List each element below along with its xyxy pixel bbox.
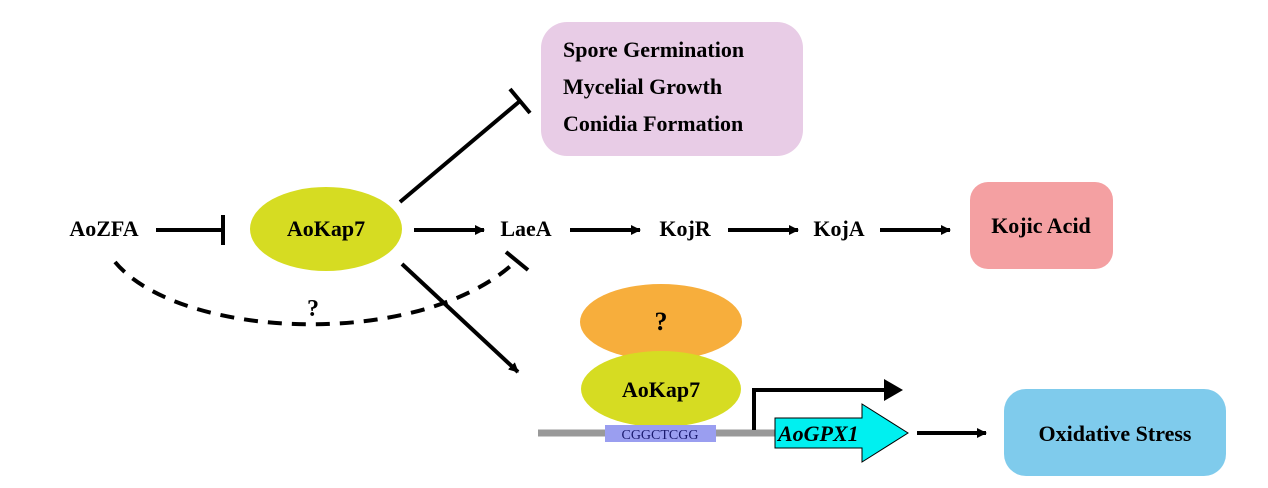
unknown-link-question-mark: ?: [307, 296, 319, 322]
aokap7-bound-node: [581, 351, 741, 427]
aokap7-bound-label: AoKap7: [622, 377, 700, 402]
transcription-start-arrow: [752, 379, 903, 430]
oxidative-stress-box: [1004, 389, 1226, 476]
unknown-partner-label: ?: [655, 307, 668, 336]
aozfa-label: AoZFA: [69, 216, 138, 241]
growth-phenotype-box: [541, 22, 803, 156]
kojic-acid-label: Kojic Acid: [991, 213, 1091, 238]
aokap7-inhibits-growth-edge: [398, 87, 532, 204]
conidia-formation-label: Conidia Formation: [563, 111, 743, 136]
kojic-acid-box: [970, 182, 1113, 269]
oxidative-stress-label: Oxidative Stress: [1039, 421, 1192, 446]
aozfa-inhibits-laea-dashed-edge: [113, 250, 530, 327]
aozfa-inhibits-aokap7-edge: [156, 215, 225, 245]
mycelial-growth-label: Mycelial Growth: [563, 74, 722, 99]
spore-germination-label: Spore Germination: [563, 37, 744, 62]
cggctcgg-motif-box: [605, 425, 716, 442]
cggctcgg-motif-label: CGGCTCGG: [621, 428, 698, 443]
aokap7-node: [250, 187, 402, 271]
aogpx1-label: AoGPX1: [776, 421, 859, 446]
laea-label: LaeA: [500, 216, 551, 241]
koja-label: KojA: [813, 216, 864, 241]
aogpx1-gene-arrow: [774, 403, 909, 463]
aokap7-label: AoKap7: [287, 216, 365, 241]
aokap7-to-promoter-arrow: [400, 262, 520, 374]
unknown-partner-node: [580, 284, 742, 360]
kojr-label: KojR: [659, 216, 711, 241]
